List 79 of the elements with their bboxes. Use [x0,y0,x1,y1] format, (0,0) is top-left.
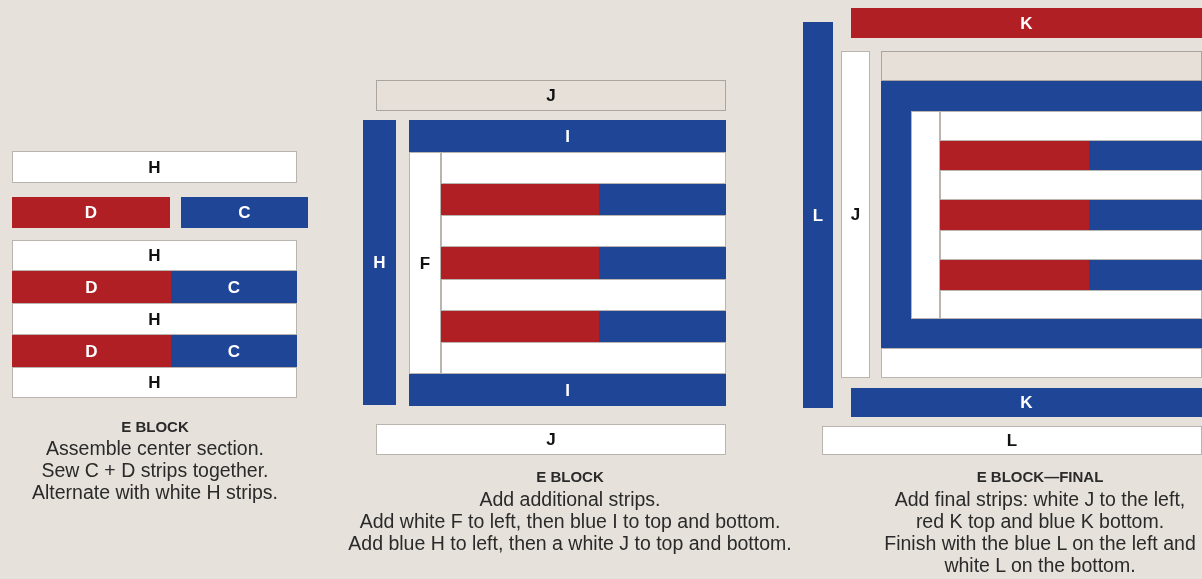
step-heading: E BLOCK [120,417,190,437]
fabric-strip [12,197,170,228]
fabric-strip [12,335,171,367]
step-instruction: Add final strips: white J to the left, red K top and blue K bottom. [893,488,1187,532]
fabric-strip [441,279,726,311]
strip-letter: L [1006,432,1018,449]
step-heading: E BLOCK—FINAL [975,467,1105,487]
fabric-strip [851,388,1202,417]
fabric-strip [599,184,726,215]
fabric-strip [441,152,726,184]
strip-letter: K [1020,14,1033,32]
fabric-strip [441,184,599,215]
strip-letter: J [546,87,556,104]
fabric-strip [940,141,1089,170]
fabric-strip [911,81,1202,111]
fabric-strip [441,311,599,342]
fabric-strip [1089,260,1202,290]
fabric-strip [363,120,396,405]
step-instruction: Finish with the blue L on the left and white L on the bottom. [883,532,1197,576]
fabric-strip [441,247,599,279]
strip-letter: H [148,374,161,391]
strip-letter: D [84,204,98,221]
fabric-strip [911,319,1202,348]
fabric-strip [940,230,1202,260]
fabric-strip [911,111,940,319]
strip-letter: D [85,278,98,296]
fabric-strip [599,247,726,279]
fabric-strip [409,120,726,152]
strip-letter: L [812,206,824,224]
fabric-strip [881,348,1202,378]
strip-letter: H [148,158,161,176]
fabric-strip [881,51,1202,81]
fabric-strip [599,311,726,342]
fabric-strip [940,170,1202,200]
fabric-strip [841,51,870,378]
step-instruction: Assemble center section. [45,437,265,459]
fabric-strip [12,151,297,183]
fabric-strip [881,81,911,348]
fabric-strip [376,80,726,111]
step-heading: E BLOCK [535,467,605,487]
fabric-strip [409,152,441,374]
strip-letter: C [227,342,241,360]
strip-letter: C [238,204,251,221]
fabric-strip [171,271,297,303]
strip-letter: K [1020,394,1033,411]
strip-letter: H [148,310,161,328]
fabric-strip [409,374,726,406]
fabric-strip [1089,141,1202,170]
fabric-strip [441,215,726,247]
fabric-strip [171,335,297,367]
strip-letter: F [419,254,431,272]
fabric-strip [376,424,726,455]
strip-letter: I [565,381,570,399]
step-instruction: Alternate with white H strips. [31,481,279,503]
strip-letter: C [227,278,241,296]
strip-letter: H [373,254,386,271]
fabric-strip [12,367,297,398]
fabric-strip [12,303,297,335]
strip-letter: I [565,127,570,145]
strip-letter: H [148,247,161,264]
fabric-strip [181,197,308,228]
step-instruction: Sew C + D strips together. [40,459,270,481]
fabric-strip [940,111,1202,141]
fabric-strip [940,200,1089,230]
strip-letter: D [85,342,98,360]
fabric-strip [803,22,833,408]
step-instruction: Add additional strips. [478,488,662,510]
step-instruction: Add white F to left, then blue I to top and bottom. [358,510,782,532]
fabric-strip [851,8,1202,38]
fabric-strip [1089,200,1202,230]
fabric-strip [441,342,726,374]
strip-letter: J [850,206,861,223]
strip-letter: J [546,431,556,448]
fabric-strip [822,426,1202,455]
fabric-strip [12,240,297,271]
step-instruction: Add blue H to left, then a white J to top and bottom. [347,532,793,554]
fabric-strip [940,290,1202,319]
fabric-strip [940,260,1089,290]
fabric-strip [12,271,171,303]
